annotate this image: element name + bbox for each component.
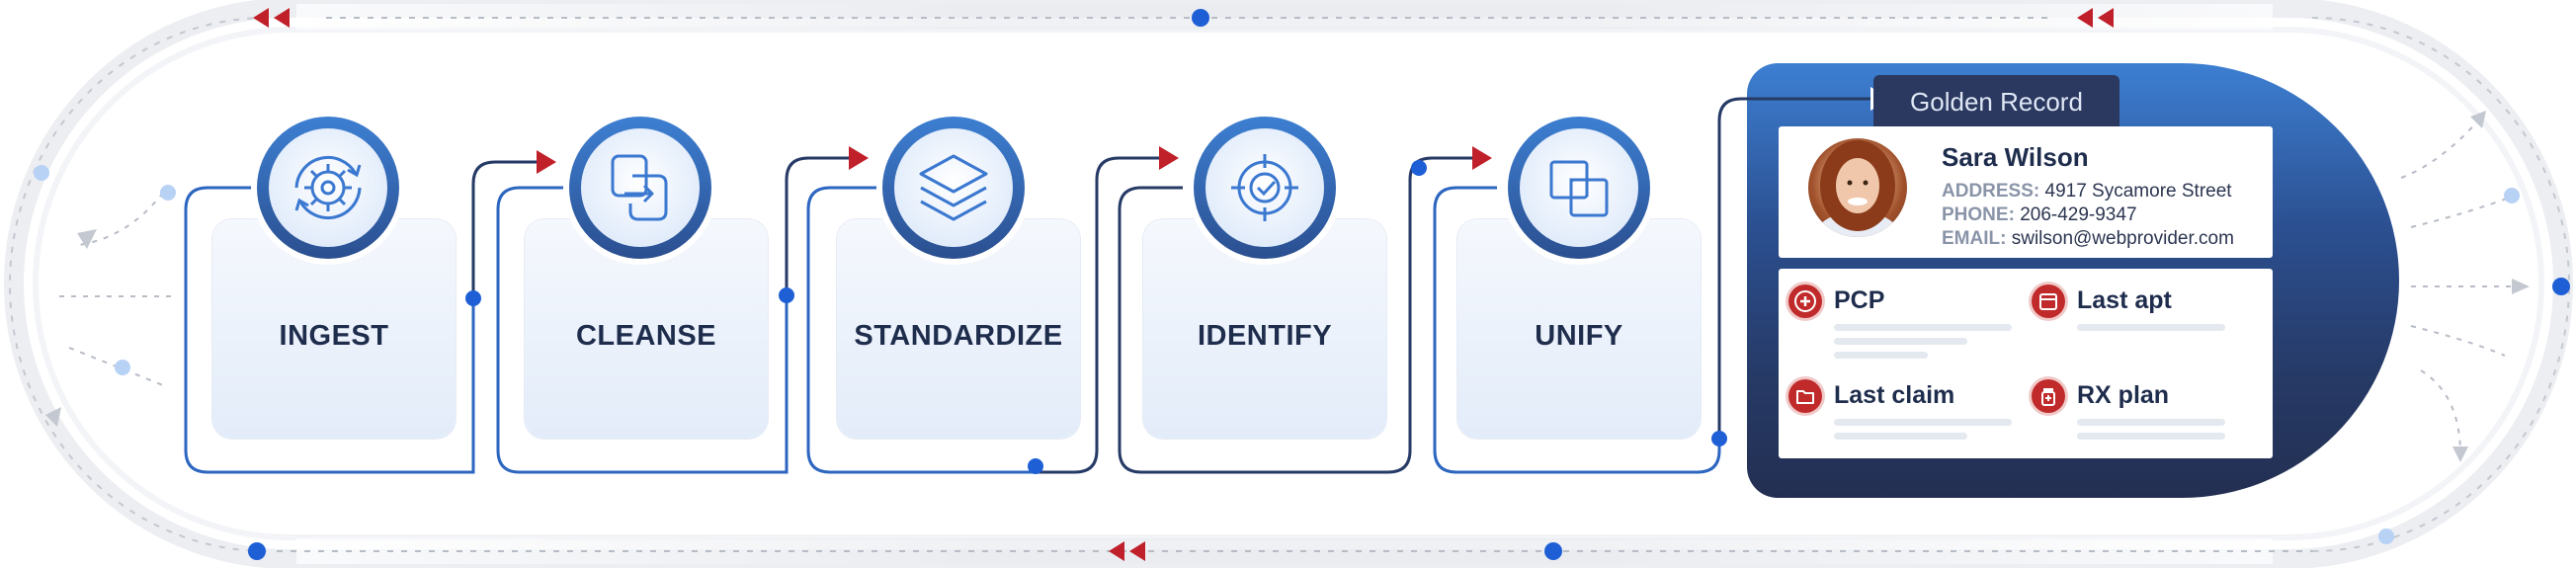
step-label-ingest: INGEST (279, 320, 389, 352)
connector-arrow-4 (1472, 146, 1492, 170)
connector-standardize-identify (1036, 156, 1166, 474)
track-arrow-gray-3 (2470, 111, 2486, 128)
track-hint-right-1 (2400, 118, 2481, 179)
detail-title-last-apt: Last apt (2077, 286, 2172, 314)
folder-icon (1788, 379, 1822, 413)
detail-title-rx-plan: RX plan (2077, 381, 2170, 409)
phone-row: PHONE: 206-429-9347 (1942, 204, 2137, 226)
frame-identify (1118, 186, 1412, 474)
frame-ingest (184, 186, 475, 474)
track-arrow-gray-1 (77, 229, 97, 249)
track-red-arrows-top-right (2077, 8, 2114, 28)
step-label-unify: UNIFY (1535, 320, 1623, 352)
placeholder-line (2077, 433, 2225, 440)
placeholder-line (2077, 419, 2225, 426)
pill-bottle-icon (2032, 379, 2065, 413)
merge-squares-icon (1549, 160, 1609, 217)
track-dot-1 (1192, 9, 1209, 27)
connector-dot-2 (779, 287, 794, 303)
detail-last-claim: Last claim (1779, 364, 2026, 458)
target-check-icon (1231, 154, 1298, 221)
frame-cleanse (496, 186, 789, 474)
track-dot-light-5 (2378, 528, 2394, 544)
phone-value: 206-429-9347 (2020, 204, 2137, 225)
track-arrow-gray-4 (2512, 279, 2530, 294)
detail-last-apt: Last apt (2026, 269, 2273, 364)
address-value: 4917 Sycamore Street (2044, 181, 2232, 202)
track-dash-right (2311, 17, 2570, 552)
connector-dot-3 (1028, 458, 1043, 474)
connector-identify-unify (1408, 156, 1479, 296)
icon-circle-standardize (876, 111, 1031, 265)
record-details-card: PCP Last apt Last claim RX plan (1779, 269, 2273, 458)
track-red-arrows-top-left (253, 8, 290, 28)
track-dot-light-1 (34, 165, 49, 181)
placeholder-line (2077, 324, 2225, 331)
connector-ingest-cleanse (471, 160, 543, 298)
detail-rx-plan: RX plan (2026, 364, 2273, 458)
placeholder-line (1834, 324, 2012, 331)
phone-label: PHONE: (1942, 204, 2015, 225)
step-label-standardize: STANDARDIZE (854, 320, 1063, 352)
detail-title-last-claim: Last claim (1834, 381, 1955, 409)
connector-arrow-2 (849, 146, 869, 170)
track-dot-light-2 (160, 185, 176, 201)
person-name: Sara Wilson (1942, 142, 2089, 172)
connector-unify-record (1717, 97, 1875, 439)
email-label: EMAIL: (1942, 228, 2007, 249)
gear-cycle-icon (294, 155, 362, 220)
detail-pcp: PCP (1779, 269, 2026, 364)
track-hint-left-3 (68, 347, 169, 388)
detail-title-pcp: PCP (1834, 286, 1885, 314)
step-label-cleanse: CLEANSE (575, 320, 717, 352)
document-transfer-icon (611, 154, 668, 221)
track-dot-2 (248, 542, 266, 560)
icon-circle-unify (1502, 111, 1656, 265)
icon-circle-cleanse (563, 111, 717, 265)
placeholder-line (1834, 352, 1928, 359)
track-dot-light-4 (2504, 188, 2520, 203)
step-label-identify: IDENTIFY (1197, 320, 1333, 352)
icon-circle-ingest (251, 111, 405, 265)
track-hint-right-5 (2420, 369, 2461, 455)
track-dot-4 (2552, 278, 2570, 295)
track-red-arrows-bottom (1109, 541, 1145, 561)
golden-record-title: Golden Record (1873, 75, 2119, 128)
connector-arrow-3 (1159, 146, 1179, 170)
calendar-icon (2032, 284, 2065, 318)
track-dash-left (9, 17, 268, 552)
avatar (1808, 138, 1907, 237)
connector-arrow-1 (537, 150, 556, 174)
address-row: ADDRESS: 4917 Sycamore Street (1942, 181, 2232, 203)
layers-icon (919, 154, 988, 221)
track-dot-3 (1544, 542, 1562, 560)
email-row: EMAIL: swilson@webprovider.com (1942, 228, 2234, 250)
placeholder-line (1834, 338, 1967, 345)
placeholder-line (1834, 433, 1967, 440)
email-value: swilson@webprovider.com (2011, 228, 2234, 249)
address-label: ADDRESS: (1942, 181, 2040, 202)
profile-card: Sara Wilson ADDRESS: 4917 Sycamore Stree… (1779, 126, 2273, 258)
placeholder-line (1834, 419, 2012, 426)
track-hint-left-1 (78, 192, 164, 246)
connector-dot-5 (1711, 431, 1727, 446)
track-arrow-gray-2 (45, 407, 61, 427)
track-arrow-gray-5 (2452, 446, 2468, 462)
frame-unify (1433, 186, 1721, 474)
connector-dot-4 (1411, 160, 1427, 176)
medical-cross-icon (1788, 284, 1822, 318)
connector-cleanse-standardize (785, 156, 856, 298)
connector-dot-1 (465, 290, 481, 306)
frame-standardize (806, 186, 1036, 474)
track-dot-light-3 (115, 360, 130, 375)
icon-circle-identify (1188, 111, 1342, 265)
